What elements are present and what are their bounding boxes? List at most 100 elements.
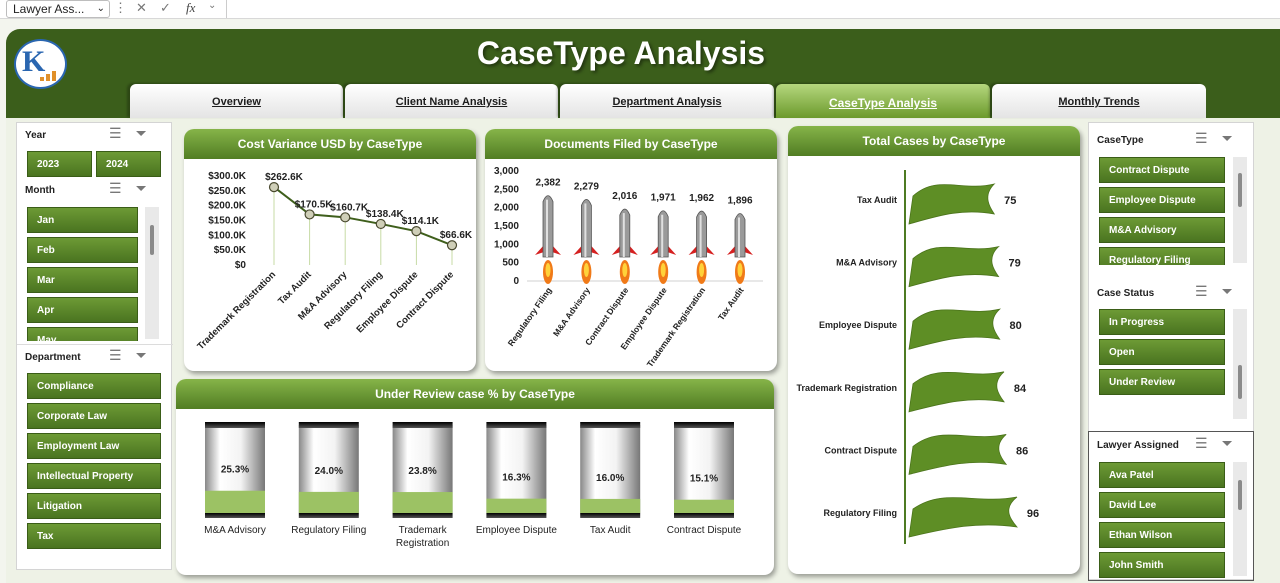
y-tick-label: M&A Advisory — [836, 258, 897, 268]
rocket-fin — [552, 245, 561, 255]
lawyer-slicer-title: Lawyer Assigned — [1097, 440, 1179, 451]
rocket-body — [581, 199, 592, 258]
clear-filter-icon[interactable]: ⏷ — [135, 347, 147, 363]
more-icon[interactable]: ⋮ — [114, 0, 127, 15]
month-item[interactable]: Jan — [27, 207, 138, 233]
casetype-item[interactable]: Contract Dispute — [1099, 157, 1225, 183]
lawyer-item[interactable]: David Lee — [1099, 492, 1225, 518]
data-point — [304, 209, 315, 220]
tab-client-name-analysis[interactable]: Client Name Analysis — [345, 84, 558, 118]
month-slicer-title: Month — [25, 185, 55, 196]
department-item[interactable]: Intellectual Property — [27, 463, 161, 489]
y-tick-label: Regulatory Filing — [823, 508, 897, 518]
data-label: $66.6K — [440, 230, 473, 241]
documents-filed-chart: 05001,0001,5002,0002,5003,0002,382Regula… — [494, 166, 763, 369]
cylinder-cap — [674, 422, 734, 428]
data-point — [446, 240, 458, 251]
lawyer-scrollbar[interactable] — [1233, 462, 1247, 576]
rocket-flame-core — [545, 263, 551, 277]
tab-overview[interactable]: Overview — [130, 84, 343, 118]
data-label: 2,279 — [574, 181, 599, 192]
casetype-scrollbar[interactable] — [1233, 157, 1247, 263]
month-item[interactable]: May — [27, 327, 138, 341]
cylinder-base — [674, 513, 734, 518]
cylinder-cap — [580, 422, 641, 428]
multi-select-icon[interactable]: ☰ — [1195, 130, 1208, 146]
department-slicer-title: Department — [25, 352, 81, 363]
year-item[interactable]: 2023 — [27, 151, 92, 177]
fx-icon[interactable]: fx — [186, 0, 196, 15]
fill-level — [580, 498, 641, 513]
multi-select-icon[interactable]: ☰ — [1195, 283, 1208, 299]
data-label: 16.0% — [596, 473, 624, 484]
tab-casetype-analysis[interactable]: CaseType Analysis — [776, 84, 990, 118]
tab-monthly-trends[interactable]: Monthly Trends — [992, 84, 1206, 118]
casetype-item[interactable]: Regulatory Filing — [1099, 247, 1225, 265]
dashboard: K CaseType Analysis Overview Client Name… — [6, 29, 1280, 583]
case-status-item[interactable]: Under Review — [1099, 369, 1225, 395]
clear-filter-icon[interactable]: ⏷ — [135, 180, 147, 196]
cylinder-body — [486, 425, 547, 513]
rocket-fin — [535, 245, 544, 255]
multi-select-icon[interactable]: ☰ — [109, 180, 122, 196]
data-label: $170.5K — [295, 199, 334, 210]
y-tick-label: 1,000 — [494, 239, 519, 250]
right-slicer-panel: CaseType ☰⏷ Contract Dispute Employee Di… — [1088, 122, 1254, 581]
month-scrollbar[interactable] — [145, 207, 159, 339]
multi-select-icon[interactable]: ☰ — [109, 347, 122, 363]
lawyer-item[interactable]: Ethan Wilson — [1099, 522, 1225, 548]
y-tick-label: $0 — [235, 260, 247, 271]
month-item[interactable]: Feb — [27, 237, 138, 263]
series-line — [273, 186, 453, 247]
clear-filter-icon[interactable]: ⏷ — [1221, 435, 1233, 451]
casetype-item[interactable]: M&A Advisory — [1099, 217, 1225, 243]
data-label: 23.8% — [408, 466, 436, 477]
casetype-item[interactable]: Employee Dispute — [1099, 187, 1225, 213]
lawyer-item[interactable]: John Smith — [1099, 552, 1225, 578]
cylinder-cap — [205, 422, 265, 428]
chevron-down-icon[interactable]: ⌄ — [208, 0, 217, 11]
case-status-item[interactable]: In Progress — [1099, 309, 1225, 335]
clear-filter-icon[interactable]: ⏷ — [135, 125, 147, 141]
multi-select-icon[interactable]: ☰ — [1195, 435, 1208, 451]
x-tick-label: Regulatory Filing — [291, 525, 366, 536]
rocket-fin — [611, 245, 621, 255]
name-box[interactable]: Lawyer Ass... ⌄ — [6, 0, 110, 18]
case-status-item[interactable]: Open — [1099, 339, 1225, 365]
cylinder-base — [580, 513, 641, 518]
y-tick-label: $250.0K — [208, 186, 247, 197]
rocket-flame-core — [583, 263, 589, 277]
x-tick-label: Regulatory Filing — [506, 285, 554, 348]
formula-input[interactable] — [226, 0, 1280, 18]
department-item[interactable]: Tax — [27, 523, 161, 549]
department-item[interactable]: Litigation — [27, 493, 161, 519]
cylinder-base — [298, 513, 359, 518]
department-item[interactable]: Corporate Law — [27, 403, 161, 429]
case-status-scrollbar[interactable] — [1233, 309, 1247, 419]
x-tick-label: Tax Audit — [590, 525, 631, 536]
year-item[interactable]: 2024 — [96, 151, 161, 177]
multi-select-icon[interactable]: ☰ — [109, 125, 122, 141]
data-label: 25.3% — [221, 465, 249, 476]
x-tick-label: Trademark — [399, 525, 448, 536]
chevron-down-icon[interactable]: ⌄ — [96, 3, 105, 14]
data-point — [340, 212, 351, 223]
rocket-fin — [727, 245, 736, 255]
department-item[interactable]: Employment Law — [27, 433, 161, 459]
tab-department-analysis[interactable]: Department Analysis — [560, 84, 774, 118]
company-logo: K — [14, 39, 67, 89]
cancel-icon[interactable]: ✕ — [136, 0, 147, 15]
confirm-icon[interactable]: ✓ — [160, 0, 171, 15]
data-label: 1,962 — [689, 193, 714, 204]
data-point — [411, 226, 422, 237]
month-item[interactable]: Apr — [27, 297, 138, 323]
lawyer-item[interactable]: Ava Patel — [1099, 462, 1225, 488]
rocket-fin — [705, 245, 715, 255]
department-item[interactable]: Compliance — [27, 373, 161, 399]
clear-filter-icon[interactable]: ⏷ — [1221, 130, 1233, 146]
data-label: 2,382 — [535, 178, 560, 189]
clear-filter-icon[interactable]: ⏷ — [1221, 283, 1233, 299]
rocket-fin — [688, 245, 698, 255]
month-item[interactable]: Mar — [27, 267, 138, 293]
data-label: 96 — [1027, 508, 1039, 520]
